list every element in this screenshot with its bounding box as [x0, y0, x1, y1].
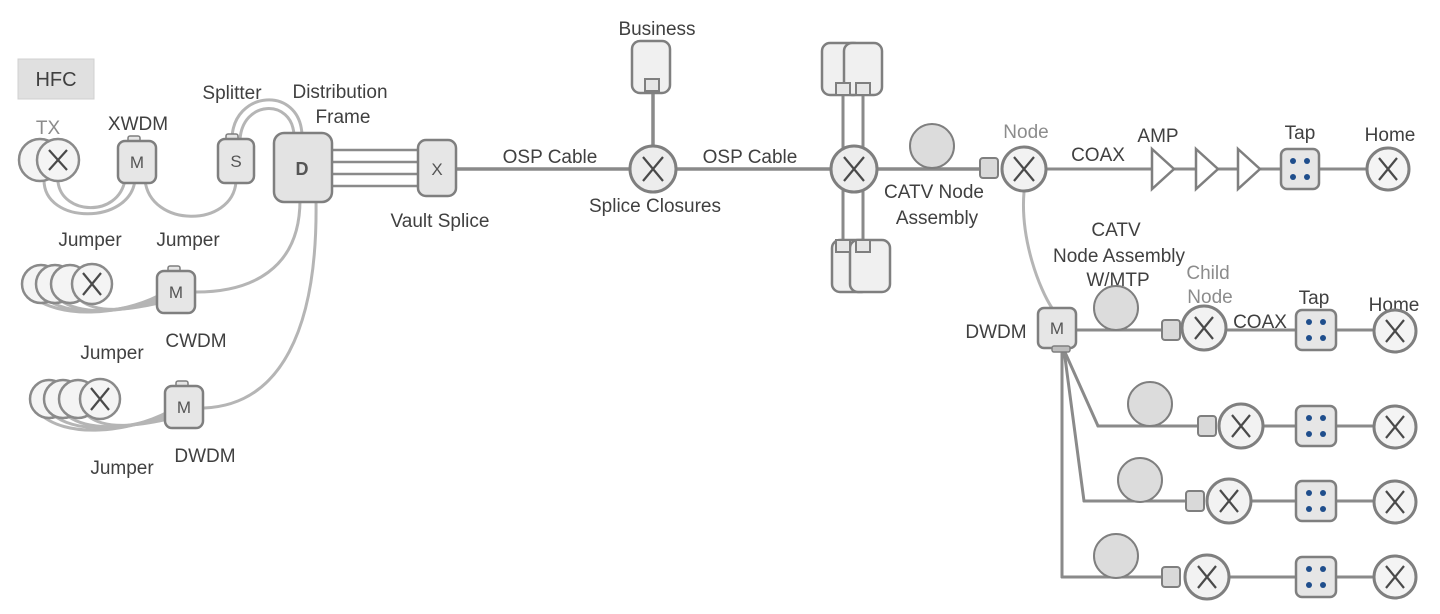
tap-label-main: Tap [1285, 123, 1316, 144]
branch-2-child-node[interactable] [1217, 402, 1265, 450]
jumper-label-2: Jumper [156, 230, 220, 251]
splitter-label: Splitter [202, 83, 262, 104]
dwdm-transmitters[interactable] [28, 377, 122, 421]
amplifier-2-icon[interactable] [1194, 146, 1220, 192]
splice-closure-1[interactable] [628, 144, 678, 194]
cwdm-mux[interactable]: M [155, 265, 197, 315]
tap-label-branch: Tap [1299, 288, 1330, 309]
branch-1-node-assembly[interactable] [1093, 285, 1139, 331]
splitter-glyph: S [230, 152, 241, 171]
splitter-device[interactable]: S [216, 133, 256, 185]
distribution-frame-label-2: Frame [316, 107, 371, 128]
dwdm-left-glyph: M [177, 398, 191, 417]
cwdm-glyph: M [169, 283, 183, 302]
cwdm-transmitters[interactable] [20, 262, 114, 306]
bottom-buildings-icon[interactable] [830, 238, 892, 294]
splitter-to-frame-cable-2 [238, 107, 296, 142]
branch-3-home-icon[interactable] [1372, 479, 1418, 525]
branch-4-connector [1161, 566, 1181, 588]
home-label-main: Home [1365, 125, 1416, 146]
jumper-label-3: Jumper [80, 343, 144, 364]
branch-2-connector [1197, 415, 1217, 437]
osp-cable-label-2: OSP Cable [703, 147, 798, 168]
dwdm-branch-3 [1062, 348, 1086, 503]
amplifier-3-icon[interactable] [1236, 146, 1262, 192]
catv-node-assembly[interactable] [909, 123, 955, 169]
business-building-icon[interactable] [630, 39, 672, 95]
branch-1-connector [1161, 319, 1181, 341]
branch-1-tap[interactable] [1294, 308, 1338, 352]
child-node-label-2: Node [1187, 287, 1232, 308]
catv-node-assembly-label-1: CATV Node [884, 182, 984, 203]
branch-3-node-assembly[interactable] [1117, 457, 1163, 503]
branch-3-connector [1185, 490, 1205, 512]
vault-splice-glyph: X [431, 160, 442, 179]
home-label-branch: Home [1369, 295, 1420, 316]
branch-3-child-node[interactable] [1205, 477, 1253, 525]
branch-4-child-node[interactable] [1183, 553, 1231, 601]
catv-node-assembly-label-2: Assembly [896, 208, 979, 229]
vault-splice-label: Vault Splice [391, 211, 490, 232]
branch-1-home-icon[interactable] [1372, 308, 1418, 354]
hfc-badge: HFC [17, 58, 95, 100]
xwdm-label: XWDM [108, 114, 168, 135]
jumper-label-1: Jumper [58, 230, 122, 251]
jumper-cable-tx-xwdm-2 [56, 178, 127, 210]
frame-to-dwdm-cable [202, 198, 318, 410]
splice-closures-label: Splice Closures [589, 196, 721, 217]
coax-label-main: COAX [1071, 145, 1125, 166]
branch-2-home-icon[interactable] [1372, 404, 1418, 450]
tx-transmitter-icon[interactable] [17, 137, 81, 183]
branch-4-tap[interactable] [1294, 555, 1338, 599]
splice-closure-2[interactable] [829, 144, 879, 194]
business-label: Business [618, 19, 695, 40]
node-to-dwdm-cable [1021, 190, 1054, 310]
osp-cable-label-1: OSP Cable [503, 147, 598, 168]
top-buildings-icon[interactable] [820, 41, 884, 97]
dwdm-right-glyph: M [1050, 319, 1064, 338]
amp-label: AMP [1137, 126, 1178, 147]
frame-to-cwdm-cable [194, 198, 302, 294]
jumper-cable-tx-xwdm [42, 178, 137, 216]
branch-1-child-node[interactable] [1180, 304, 1228, 352]
cwdm-label: CWDM [165, 331, 226, 352]
catv-node-mtp-label-2: Node Assembly [1053, 246, 1186, 267]
splitter-to-frame-cable [230, 98, 304, 142]
dwdm-branch-2 [1062, 348, 1100, 428]
jumper-label-4: Jumper [90, 458, 154, 479]
branch-2-node-assembly[interactable] [1127, 381, 1173, 427]
amplifier-1-icon[interactable] [1150, 146, 1176, 192]
branch-3-tap[interactable] [1294, 479, 1338, 523]
xwdm-mux[interactable]: M [116, 135, 158, 185]
xwdm-glyph: M [130, 153, 144, 172]
jumper-cable-xwdm-splitter [143, 178, 238, 218]
hfc-label: HFC [35, 69, 76, 91]
branch-4-node-assembly[interactable] [1093, 533, 1139, 579]
branch-4-home-icon[interactable] [1372, 554, 1418, 600]
dwdm-mux-right[interactable]: M [1036, 306, 1078, 353]
node-optical[interactable] [1000, 145, 1048, 193]
dwdm-mux-left[interactable]: M [163, 380, 205, 430]
dwdm-left-label: DWDM [174, 446, 235, 467]
tap-main[interactable] [1279, 147, 1321, 191]
dwdm-right-label: DWDM [965, 322, 1026, 343]
node-label: Node [1003, 122, 1048, 143]
tx-label: TX [36, 118, 61, 139]
catv-node-mtp-label-1: CATV [1091, 220, 1141, 241]
child-node-label-1: Child [1186, 263, 1229, 284]
vault-splice[interactable]: X [416, 138, 458, 198]
distribution-frame[interactable]: D [272, 131, 334, 204]
catv-node-mtp-label-3: W/MTP [1086, 270, 1149, 291]
coax-label-branch: COAX [1233, 312, 1287, 333]
distribution-frame-glyph: D [296, 159, 309, 179]
branch-2-tap[interactable] [1294, 404, 1338, 448]
distribution-frame-label-1: Distribution [292, 82, 387, 103]
home-main-icon[interactable] [1365, 146, 1411, 192]
node-connector [979, 157, 999, 179]
